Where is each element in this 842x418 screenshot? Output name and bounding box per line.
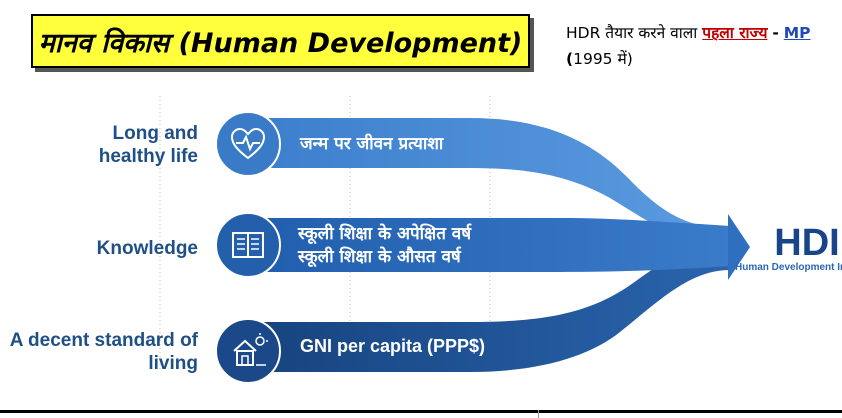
- note-state: MP: [783, 24, 811, 42]
- circle-living: [215, 318, 281, 384]
- band-text-knowledge-2: स्कूली शिक्षा के औसत वर्ष: [298, 247, 461, 267]
- dimension-label-living: A decent standard of living: [9, 330, 198, 374]
- hdi-abbr: HDI: [774, 222, 840, 264]
- hdi-name: Human Development Index: [735, 262, 842, 273]
- band-bottom: [258, 246, 730, 372]
- note-year-close: ): [626, 50, 633, 68]
- heart-pulse-icon: [230, 127, 266, 160]
- book-icon: [232, 232, 264, 258]
- band-text-health: जन्म पर जीवन प्रत्याशा: [300, 134, 444, 154]
- bottom-divider: [0, 410, 842, 413]
- bottom-tick: [538, 410, 539, 418]
- band-text-living: GNI per capita (PPP$): [300, 336, 486, 356]
- page-title: मानव विकास (Human Development): [38, 27, 523, 59]
- dimension-label-knowledge: Knowledge: [96, 238, 198, 259]
- dimension-label-health: Long and healthy life: [98, 123, 198, 167]
- band-text-knowledge-1: स्कूली शिक्षा के अपेक्षित वर्ष: [298, 224, 472, 244]
- hdr-note: HDR तैयार करने वाला पहला राज्य - MP (199…: [566, 20, 838, 72]
- arrow-head: [728, 214, 750, 280]
- house-icon: [233, 333, 268, 366]
- band-top: [258, 118, 730, 246]
- note-year-open: (: [566, 50, 574, 68]
- title-box: मानव विकास (Human Development): [31, 14, 530, 68]
- circle-health: [215, 111, 281, 177]
- note-highlight: पहला राज्य: [702, 24, 768, 42]
- note-year: 1995 में: [573, 50, 627, 68]
- circle-knowledge: [215, 212, 281, 278]
- note-prefix: HDR तैयार करने वाला: [566, 24, 698, 42]
- note-dash: -: [772, 24, 779, 42]
- band-middle: [258, 218, 730, 272]
